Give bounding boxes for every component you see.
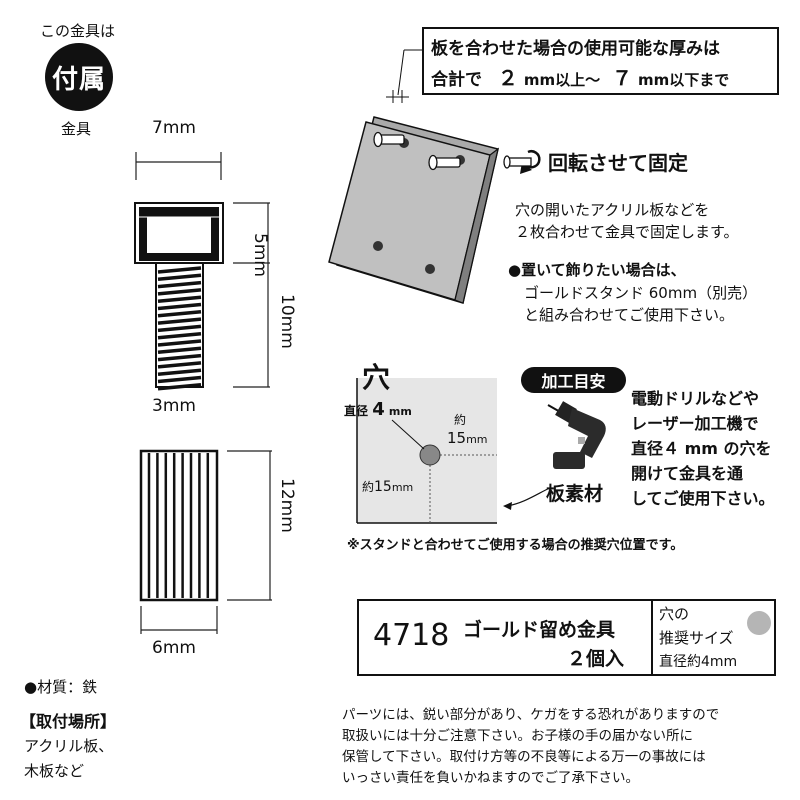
hole-title: 穴 xyxy=(362,361,391,394)
included-badge: 付属 xyxy=(45,43,113,111)
hole-size-line-3: 直径約4mm xyxy=(659,654,738,670)
product-box: 4718 ゴールド留め金具 ２個入 穴の 推奨サイズ 直径約4mm xyxy=(357,599,776,676)
nut-length-dimension xyxy=(227,450,272,601)
mount-line-1: アクリル板、 xyxy=(24,737,114,755)
offset-y-unit: mm xyxy=(391,481,414,494)
processing-line-2: レーザー加工機で xyxy=(631,414,759,433)
warning-line-2: 取扱いには十分ご注意下さい。お子様の手の届かない所に xyxy=(342,728,693,744)
thickness-note-line-2: 合計で ２ mm以上～ ７ mm以下まで xyxy=(431,62,729,91)
badge-top-text: この金具は xyxy=(40,22,116,40)
processing-line-3: 直径４ mm の穴を xyxy=(631,439,772,458)
mount-line-2: 木板など xyxy=(24,762,85,780)
hole-diameter-unit: mm xyxy=(388,405,412,418)
mount-title: 【取付場所】 xyxy=(20,712,117,731)
board-material-label: 板素材 xyxy=(546,483,604,505)
screw-head xyxy=(134,202,224,264)
usage-note-line-2: ２枚合わせて金具で固定します。 xyxy=(515,223,739,241)
material-label: ●材質：鉄 xyxy=(24,678,98,696)
thickness-max-value: ７ xyxy=(612,66,633,90)
screw-length-dimension xyxy=(233,202,270,388)
stand-note-line-3: と組み合わせてご使用下さい。 xyxy=(524,306,735,324)
rotate-icon xyxy=(503,150,541,174)
hole-diameter-value: 4 xyxy=(372,399,385,420)
offset-y-approx: 約 xyxy=(362,480,375,494)
thread-diameter-label: 3mm xyxy=(152,396,196,416)
processing-badge-text: 加工目安 xyxy=(541,372,606,391)
offset-x-value: 15 xyxy=(447,429,467,447)
barrel-nut xyxy=(139,449,219,602)
hole-diameter-label: 直径 4 mm xyxy=(344,399,412,420)
offset-x-unit: mm xyxy=(466,433,488,446)
hole-size-line-2: 推奨サイズ xyxy=(659,629,734,647)
processing-line-1: 電動ドリルなどや xyxy=(631,389,760,408)
warning-line-1: パーツには、鋭い部分があり、ケガをする恐れがありますので xyxy=(342,707,720,723)
processing-line-4: 開けて金具を通 xyxy=(631,464,744,483)
offset-y-value: 15 xyxy=(374,479,392,495)
product-box-divider xyxy=(651,601,653,674)
head-width-dimension xyxy=(135,152,222,180)
product-name: ゴールド留め金具 xyxy=(463,619,616,641)
warning-line-3: 保管して下さい。取付け方等の不良等による万一の事故には xyxy=(342,749,706,765)
thickness-min-unit: mm以上～ xyxy=(523,71,601,89)
nut-diameter-label: 6mm xyxy=(152,638,196,658)
warning-line-4: いっさい責任を負いかねますのでご了承下さい。 xyxy=(342,770,639,786)
included-badge-text: 付属 xyxy=(51,64,106,95)
thickness-note-box: 板を合わせた場合の使用可能な厚みは 合計で ２ mm以上～ ７ mm以下まで xyxy=(422,27,779,95)
thickness-max-unit: mm以下まで xyxy=(637,71,730,89)
processing-line-5: してご使用下さい。 xyxy=(631,489,775,508)
thickness-prefix: 合計で xyxy=(431,70,482,90)
thickness-note-line-1: 板を合わせた場合の使用可能な厚みは xyxy=(431,39,720,59)
nut-width-dimension xyxy=(140,606,218,634)
offset-y-label: 約15mm xyxy=(362,478,413,495)
offset-x-approx: 約 xyxy=(454,413,467,427)
usage-note-line-1: 穴の開いたアクリル板などを xyxy=(515,201,710,219)
hole-position-caption: ※スタンドと合わせてご使用する場合の推奨穴位置です。 xyxy=(347,538,684,553)
rotate-label: 回転させて固定 xyxy=(548,151,688,175)
thickness-min-value: ２ xyxy=(497,66,518,90)
offset-x-label: 15mm xyxy=(447,429,488,447)
screw-thread xyxy=(155,262,204,391)
hole-size-swatch xyxy=(747,611,771,635)
product-code: 4718 xyxy=(373,618,450,653)
product-quantity: ２個入 xyxy=(567,648,625,670)
badge-bottom-text: 金具 xyxy=(61,120,92,138)
hole-diameter-prefix: 直径 xyxy=(344,404,369,418)
hole-size-line-1: 穴の xyxy=(659,605,690,623)
head-width-label: 7mm xyxy=(152,118,196,138)
processing-badge: 加工目安 xyxy=(521,367,626,393)
stand-note-line-2: ゴールドスタンド 60mm（別売） xyxy=(524,284,758,302)
stand-note-line-1: ●置いて飾りたい場合は、 xyxy=(508,261,686,279)
